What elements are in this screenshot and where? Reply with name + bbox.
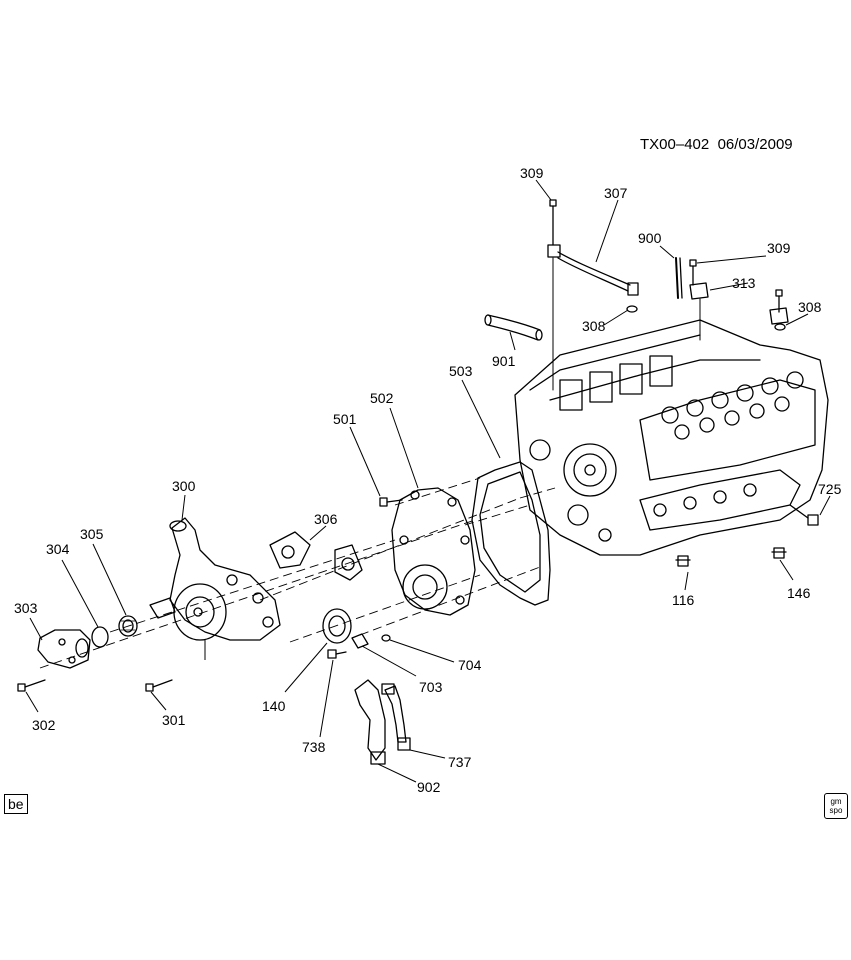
washer-308-right: [774, 323, 786, 331]
diagram-date: 06/03/2009: [717, 136, 793, 153]
callout-902: 902: [417, 779, 441, 795]
washer-308-left: [626, 305, 638, 313]
diagram-header: TX00–402 06/03/2009: [640, 136, 793, 153]
bolt-309-right-a: [689, 259, 697, 286]
callout-140: 140: [262, 698, 286, 714]
thermostat-housing-303: [37, 629, 91, 669]
callout-301: 301: [162, 712, 186, 728]
seal-140: [322, 608, 352, 644]
callout-738: 738: [302, 739, 326, 755]
front-cover-502: [391, 487, 476, 616]
diagram-id: TX00–402: [640, 136, 710, 153]
stud-900: [675, 257, 683, 299]
callout-503: 503: [449, 363, 473, 379]
callout-501: 501: [333, 411, 357, 427]
logo-line-2: spo: [829, 806, 843, 815]
bracket-313-a: [689, 282, 709, 300]
callout-901: 901: [492, 353, 516, 369]
plug-116: [675, 555, 691, 567]
callout-313: 313: [732, 275, 756, 291]
harness-902: [354, 679, 386, 765]
callout-146: 146: [787, 585, 811, 601]
sensor-725: [789, 504, 819, 526]
callout-737: 737: [448, 754, 472, 770]
callout-303: 303: [14, 600, 38, 616]
hose-901: [484, 314, 543, 341]
gasket-306-a: [269, 531, 311, 569]
callout-704: 704: [458, 657, 482, 673]
bolt-501: [379, 497, 403, 507]
bolt-301: [145, 679, 173, 692]
gm-spo-logo-icon: gm spo: [824, 793, 848, 819]
bolt-302: [17, 679, 46, 692]
callout-308-left: 308: [582, 318, 606, 334]
bolt-309-top: [549, 199, 557, 246]
thermostat-305: [118, 615, 138, 637]
alignment-lines: [39, 477, 556, 669]
water-pump-300: [149, 517, 281, 641]
gasket-306-b: [334, 544, 363, 581]
seal-304: [91, 626, 109, 648]
bracket-313-b: [769, 307, 789, 325]
callout-304: 304: [46, 541, 70, 557]
callout-302: 302: [32, 717, 56, 733]
callout-116: 116: [672, 592, 695, 608]
connector-737: [381, 683, 411, 751]
callout-725: 725: [818, 481, 842, 497]
callout-703: 703: [419, 679, 443, 695]
callout-900: 900: [638, 230, 662, 246]
bolt-738: [327, 649, 347, 659]
plug-146: [771, 547, 787, 559]
leader-lines: [25, 179, 831, 783]
engine-block: [514, 319, 829, 556]
callout-308-right: 308: [798, 299, 822, 315]
callout-502: 502: [370, 390, 394, 406]
callout-309-top: 309: [520, 165, 544, 181]
dipstick-tube-307: [547, 244, 639, 296]
model-code-badge: be: [4, 794, 28, 814]
oring-704: [381, 634, 391, 642]
logo-line-1: gm: [830, 797, 842, 806]
front-cover-gasket-503: [471, 461, 551, 606]
callout-300: 300: [172, 478, 196, 494]
callout-306: 306: [314, 511, 338, 527]
sensor-703: [351, 633, 369, 649]
callout-309-right: 309: [767, 240, 791, 256]
callout-307: 307: [604, 185, 628, 201]
callout-labels: 309 307 900 309 313 308 308 901 503 502 …: [14, 165, 842, 795]
callout-305: 305: [80, 526, 104, 542]
